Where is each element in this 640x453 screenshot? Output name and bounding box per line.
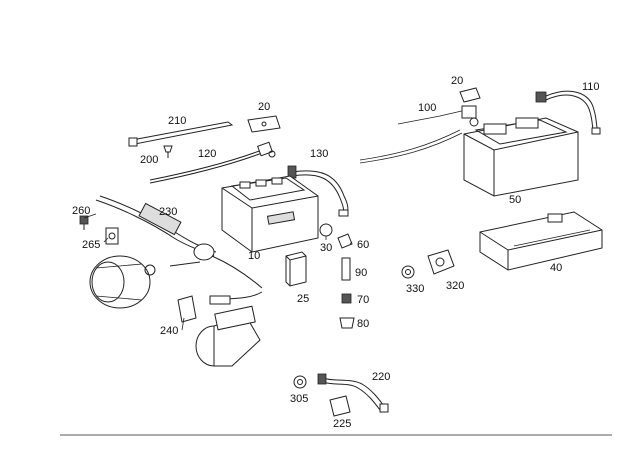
label-320: 320 [446, 280, 464, 292]
label-20-left: 20 [258, 101, 270, 113]
label-60: 60 [357, 239, 369, 251]
leader-lines [83, 213, 353, 331]
part-50-battery [463, 117, 579, 197]
part-10-battery [221, 175, 319, 253]
part-240-bracket [177, 295, 197, 323]
part-100-wiring [359, 105, 479, 164]
label-70: 70 [357, 294, 369, 306]
label-220: 220 [372, 371, 390, 383]
label-110: 110 [582, 81, 600, 93]
alternator [89, 255, 156, 309]
label-260: 260 [72, 205, 90, 217]
part-260-bolt [79, 215, 89, 230]
part-30-terminal [319, 223, 333, 237]
part-60-connector [337, 233, 353, 249]
part-20-bracket-left [247, 115, 281, 133]
part-25-relay [285, 251, 307, 287]
label-240: 240 [160, 325, 178, 337]
label-230: 230 [159, 206, 177, 218]
part-220-ground-strap [317, 373, 389, 413]
part-20-bracket-right [459, 87, 481, 103]
starter-motor [195, 291, 263, 367]
label-225: 225 [333, 418, 351, 430]
label-25: 25 [297, 293, 309, 305]
part-225-clamp [329, 395, 351, 417]
part-110-cable [535, 90, 601, 135]
part-200-clip [163, 145, 173, 158]
label-210: 210 [168, 115, 186, 127]
label-100: 100 [418, 102, 436, 114]
part-120-cable [149, 141, 276, 184]
part-130-cable [287, 165, 349, 217]
part-305-bolt [293, 375, 307, 389]
label-90: 90 [355, 267, 367, 279]
part-90-sleeve [341, 257, 351, 281]
part-265-terminal [105, 227, 119, 245]
label-330: 330 [406, 283, 424, 295]
label-265: 265 [82, 239, 100, 251]
label-305: 305 [290, 393, 308, 405]
label-30: 30 [320, 242, 332, 254]
label-50: 50 [509, 194, 521, 206]
label-40: 40 [550, 262, 562, 274]
part-320-switch [427, 249, 455, 275]
label-200: 200 [140, 154, 158, 166]
label-120: 120 [198, 148, 216, 160]
part-230-harness [95, 195, 263, 289]
part-210-cable-tie [128, 121, 234, 147]
label-80: 80 [357, 318, 369, 330]
part-70-nut [341, 293, 352, 304]
label-130: 130 [310, 148, 328, 160]
part-80-cap [339, 317, 355, 329]
part-330-nut [401, 265, 415, 279]
label-20-right: 20 [451, 75, 463, 87]
label-10: 10 [248, 250, 260, 262]
part-40-battery-cover [479, 211, 603, 271]
